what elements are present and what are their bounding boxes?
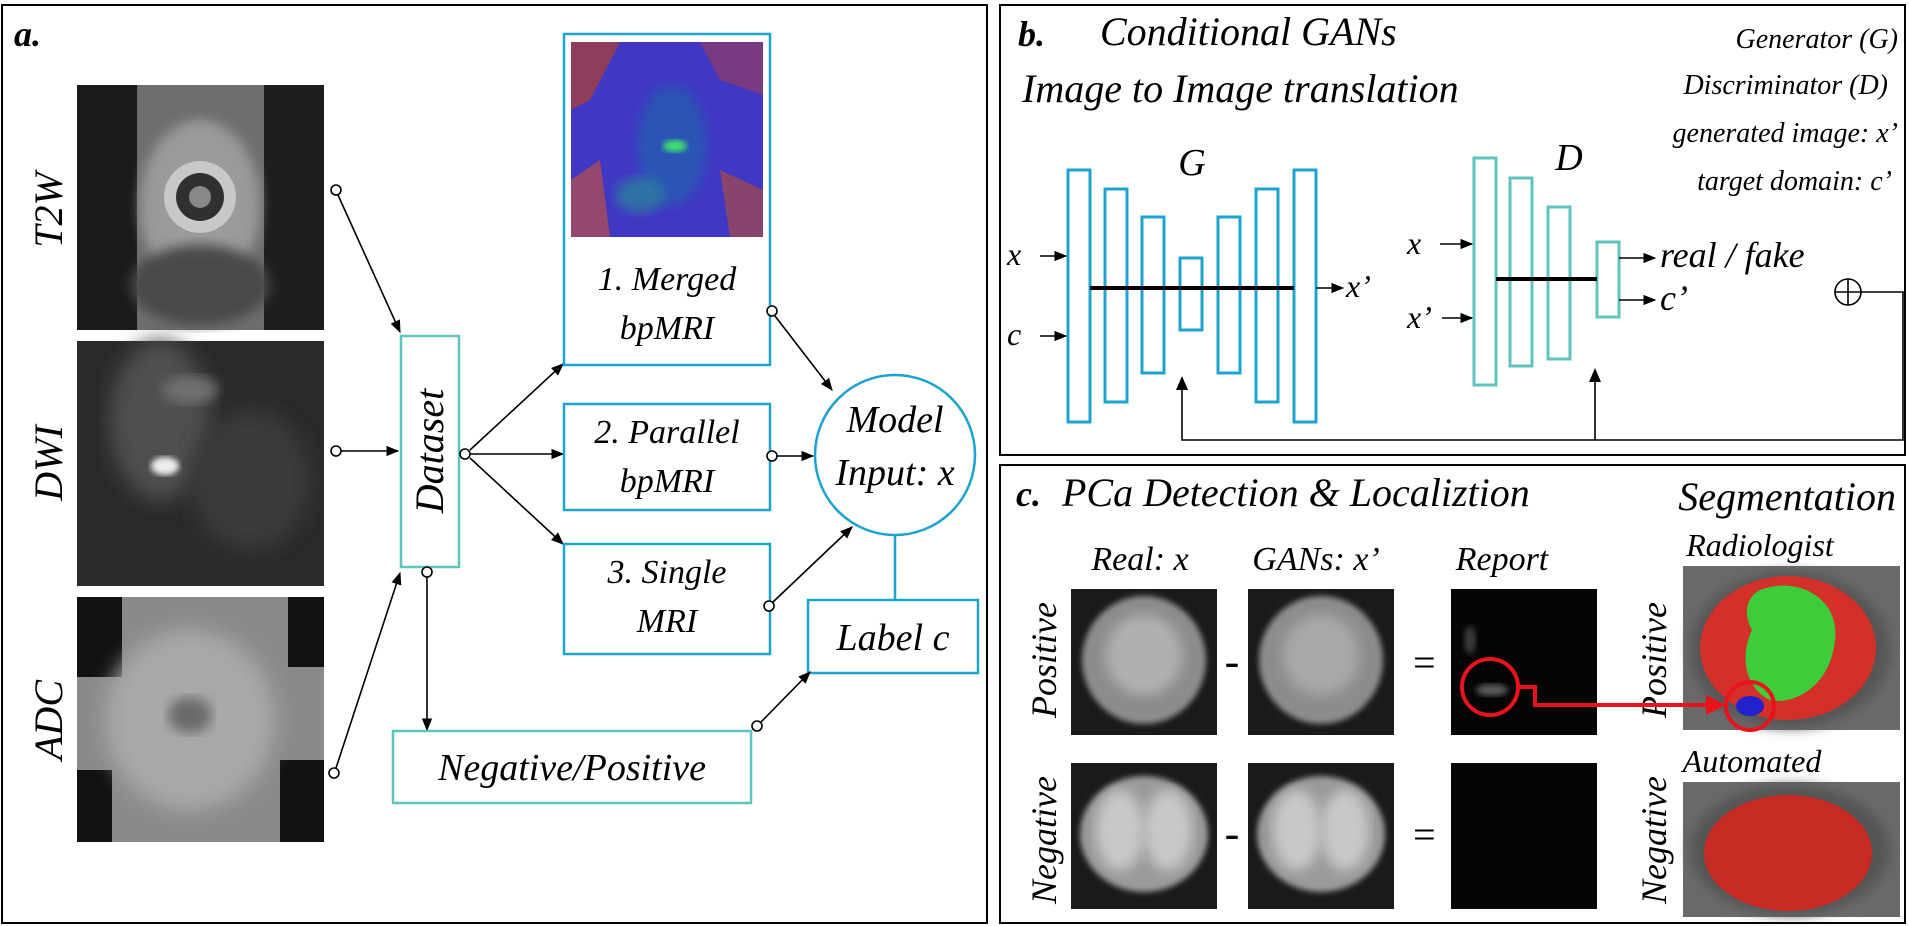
- positive-report-image: [1451, 589, 1597, 735]
- discriminator-output-cprime: c’: [1660, 278, 1688, 318]
- lesion-circle-segmentation: [1724, 680, 1776, 732]
- minus-negative: -: [1225, 809, 1240, 858]
- discriminator-arrows: [1440, 238, 1657, 324]
- lesion-arrow: [1518, 685, 1726, 715]
- adc-image: [77, 597, 324, 842]
- single-mri-box: [562, 542, 772, 656]
- positive-gans-image: [1248, 589, 1394, 735]
- input-option-3-line1: 3. Single: [607, 554, 727, 591]
- input-option-2-line2: bpMRI: [620, 463, 716, 500]
- discriminator-input-xprime: x’: [1406, 299, 1432, 335]
- merged-bpmri-image: [571, 42, 763, 237]
- loss-feedback-loop: [1181, 278, 1904, 441]
- modality-label-t2w: T2W: [26, 169, 71, 248]
- panel-a-frame: [1, 4, 988, 924]
- discriminator-network: [1472, 156, 1621, 387]
- model-label-line2: Input: x: [834, 452, 954, 494]
- equals-negative: =: [1411, 812, 1438, 857]
- dataset-label: Dataset: [407, 388, 452, 514]
- generator-output: x’: [1345, 268, 1371, 304]
- discriminator-label: D: [1554, 137, 1582, 179]
- panel-c-frame: [999, 464, 1906, 924]
- input-option-1-line2: bpMRI: [620, 310, 716, 347]
- t2w-image: [77, 85, 324, 330]
- panel-b-title-line2: Image to Image translation: [1021, 66, 1459, 111]
- label-c-box: [806, 598, 980, 675]
- feedback-arrowheads: [1176, 368, 1601, 390]
- negative-positive-box: [391, 729, 753, 805]
- generator-network: [1066, 168, 1318, 424]
- panel-a-label: a.: [14, 14, 41, 54]
- dataset-box: [399, 334, 461, 569]
- inputs-to-model-arrows: [763, 305, 853, 612]
- row-negative: Negative: [1024, 776, 1064, 905]
- label-c-text: Label c: [836, 617, 950, 659]
- positive-real-image: [1071, 589, 1217, 735]
- legend-generator: Generator (G): [1735, 24, 1898, 55]
- equals-positive: =: [1411, 640, 1438, 685]
- panel-c-label: c.: [1016, 474, 1041, 514]
- negative-positive-text: Negative/Positive: [437, 747, 706, 789]
- modality-label-dwi: DWI: [26, 424, 71, 502]
- generator-arrows: [1040, 250, 1345, 342]
- panel-b-title-line1: Conditional GANs: [1100, 9, 1397, 54]
- legend-target-domain: target domain: c’: [1697, 166, 1892, 197]
- legend-discriminator: Discriminator (D): [1682, 70, 1888, 101]
- legend-generated-image: generated image: x’: [1673, 118, 1898, 149]
- modality-label-adc: ADC: [26, 679, 71, 763]
- radiologist-label: Radiologist: [1685, 527, 1835, 563]
- discriminator-input-x: x: [1406, 225, 1421, 261]
- negative-gans-image: [1248, 763, 1394, 909]
- panel-b-label: b.: [1018, 14, 1045, 54]
- segmentation-title: Segmentation: [1678, 474, 1896, 519]
- minus-positive: -: [1225, 637, 1240, 686]
- seg-row-positive: Positive: [1634, 602, 1674, 719]
- discriminator-output-real-fake: real / fake: [1660, 235, 1805, 275]
- model-label-line1: Model: [845, 399, 943, 441]
- dataset-to-inputs-arrows: [421, 363, 565, 732]
- input-option-2-line1: 2. Parallel: [594, 414, 739, 451]
- row-positive: Positive: [1024, 602, 1064, 719]
- parallel-bpmri-box: [562, 402, 772, 512]
- negative-report-image: [1451, 763, 1597, 909]
- negative-real-image: [1071, 763, 1217, 909]
- generator-label: G: [1178, 142, 1205, 184]
- panel-b-frame: [999, 4, 1906, 456]
- panel-c-title: PCa Detection & Localiztion: [1061, 470, 1530, 515]
- generator-input-c: c: [1007, 316, 1021, 352]
- dwi-image: [77, 340, 324, 586]
- input-option-3-line2: MRI: [636, 603, 699, 640]
- generator-input-x: x: [1006, 236, 1021, 272]
- column-gans: GANs: x’: [1252, 541, 1379, 578]
- negpos-to-label-arrow: [751, 671, 811, 732]
- seg-row-negative: Negative: [1634, 776, 1674, 905]
- automated-label: Automated: [1681, 743, 1823, 779]
- column-real: Real: x: [1090, 541, 1188, 578]
- column-report: Report: [1455, 541, 1550, 578]
- image-to-dataset-arrows: [328, 184, 402, 779]
- input-option-1-line1: 1. Merged: [598, 261, 737, 298]
- automated-segmentation-image: [1683, 782, 1900, 917]
